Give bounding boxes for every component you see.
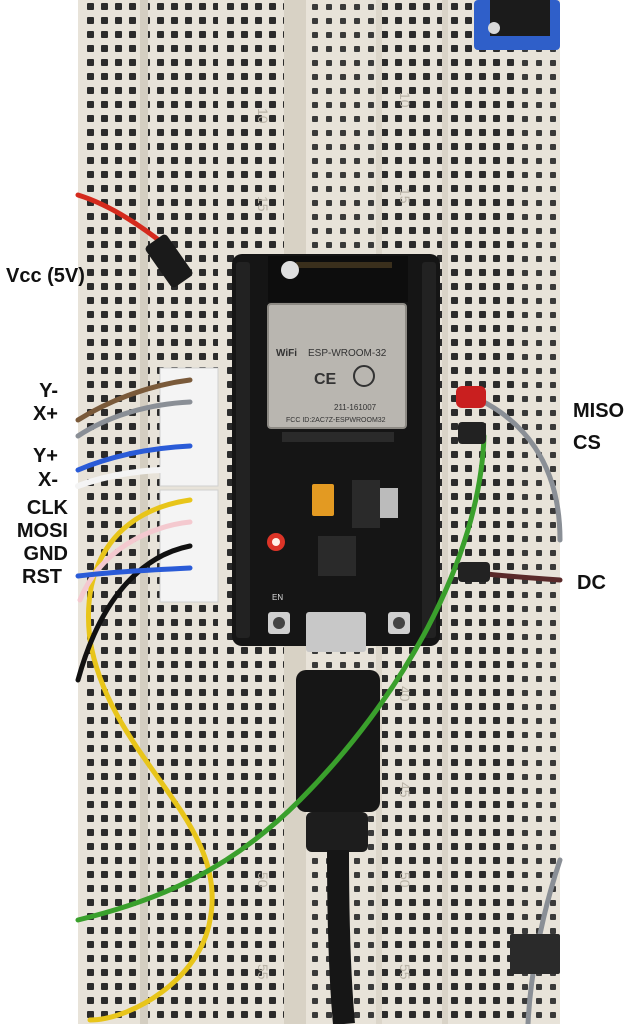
x-plus-label: X+ — [32, 403, 58, 425]
dc-label: DC — [577, 572, 606, 594]
vcc-label: Vcc (5V) — [6, 265, 85, 287]
module-markings: WiFi ESP-WROOM-32 CE 211-161007 FCC ID:2… — [272, 348, 387, 602]
module-model: ESP-WROOM-32 — [308, 348, 387, 359]
fcc-id: FCC ID:2AC7Z-ESPWROOM32 — [286, 417, 386, 424]
row-number: 10 — [397, 92, 413, 108]
row-number: 40 — [397, 686, 413, 702]
usb-cable — [296, 670, 380, 1024]
rst-label: RST — [22, 566, 62, 588]
row-number: 15 — [397, 188, 413, 204]
gnd-label: GND — [23, 543, 68, 565]
cert-code: 211-161007 — [334, 403, 377, 412]
wifi-logo: WiFi — [276, 348, 297, 359]
row-number: 10 — [255, 108, 271, 124]
row-number: 50 — [255, 872, 271, 888]
ce-mark: CE — [314, 371, 337, 388]
breadboard-numbers: 10 10 15 15 40 45 50 50 55 55 — [255, 92, 413, 980]
row-number: 45 — [397, 782, 413, 798]
signal-wires — [75, 377, 215, 1023]
row-number: 55 — [255, 964, 271, 980]
x-minus-label: X- — [38, 469, 58, 491]
row-number: 55 — [397, 964, 413, 980]
cs-label: CS — [573, 432, 601, 454]
row-number: 15 — [255, 196, 271, 212]
y-minus-label: Y- — [39, 380, 58, 402]
clk-label: CLK — [26, 497, 68, 519]
display-module-corner — [474, 0, 560, 50]
y-plus-label: Y+ — [32, 445, 58, 467]
esp32-board — [232, 254, 440, 652]
en-label: EN — [272, 593, 283, 602]
espressif-logo — [353, 365, 375, 387]
row-number: 50 — [397, 872, 413, 888]
vcc-wire — [75, 192, 193, 288]
mosi-label: MOSI — [16, 520, 68, 542]
miso-label: MISO — [573, 400, 625, 422]
wire-plugs — [456, 386, 560, 974]
